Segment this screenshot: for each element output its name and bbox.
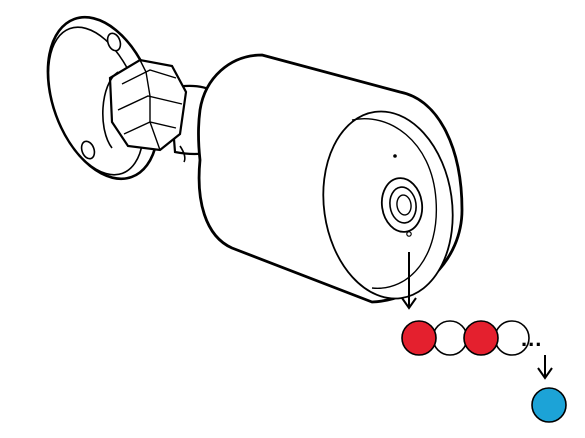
arrow-sequence-to-final bbox=[537, 355, 553, 380]
led-state-red-1 bbox=[401, 320, 437, 356]
led-state-blue bbox=[531, 387, 567, 423]
led-state-off-2 bbox=[432, 320, 468, 356]
led-indicator-hole bbox=[406, 231, 412, 237]
camera-lens bbox=[380, 177, 424, 233]
screw-hole-bottom bbox=[80, 140, 96, 160]
blink-sequence bbox=[401, 320, 530, 356]
screw-hole-top bbox=[106, 32, 122, 52]
sensor-dot bbox=[393, 154, 397, 158]
ellipsis-text: ... bbox=[521, 326, 542, 351]
arrow-led-to-sequence bbox=[401, 252, 417, 310]
led-state-red-3 bbox=[463, 320, 499, 356]
camera-body bbox=[197, 53, 464, 304]
